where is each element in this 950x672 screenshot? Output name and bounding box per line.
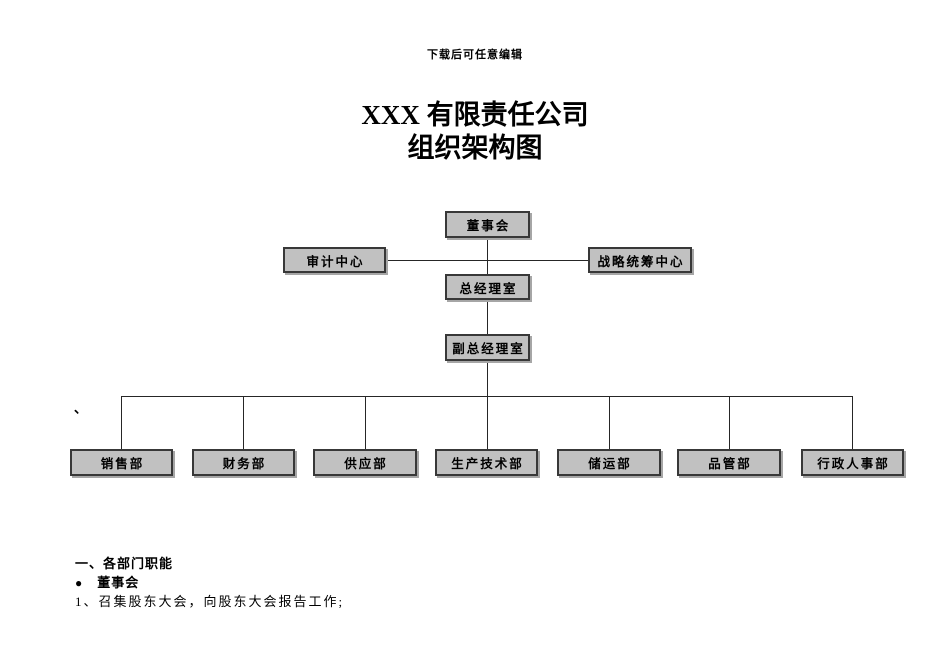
bullet-heading-line: ● 董事会 — [75, 572, 139, 591]
org-node-finance-dept: 财务部 — [192, 449, 295, 476]
document-title-line1: XXX 有限责任公司 — [361, 100, 589, 130]
org-node-supply-dept: 供应部 — [313, 449, 417, 476]
connector-drop-storage-transport — [609, 396, 610, 449]
org-node-admin-hr-dept: 行政人事部 — [801, 449, 904, 476]
connector-gm-to-deputy — [487, 300, 488, 334]
document-title-line2: 组织架构图 — [407, 133, 543, 163]
connector-board-to-gm — [487, 238, 488, 274]
list-item-1: 1、召集股东大会，向股东大会报告工作; — [75, 594, 345, 609]
org-node-strategy-center: 战略统筹中心 — [588, 247, 692, 273]
org-node-board: 董事会 — [445, 211, 530, 238]
connector-drop-production-tech — [487, 396, 488, 449]
org-node-storage-transport-dept: 储运部 — [557, 449, 661, 476]
org-node-sales-dept: 销售部 — [70, 449, 173, 476]
section-heading: 一、各部门职能 — [75, 556, 174, 571]
connector-drop-sales — [121, 396, 122, 449]
connector-drop-finance — [243, 396, 244, 449]
org-node-deputy-gm-office: 副总经理室 — [445, 334, 530, 361]
org-node-audit-center: 审计中心 — [283, 247, 386, 273]
org-node-production-tech-dept: 生产技术部 — [435, 449, 538, 476]
org-node-quality-dept: 品管部 — [677, 449, 781, 476]
bullet-heading: 董事会 — [97, 575, 140, 590]
connector-drop-quality — [729, 396, 730, 449]
bullet-icon: ● — [75, 576, 84, 590]
org-node-gm-office: 总经理室 — [445, 274, 530, 300]
connector-audit-to-strategy — [386, 260, 588, 261]
connector-deputy-to-rail — [487, 361, 488, 396]
connector-drop-admin-hr — [852, 396, 853, 449]
connector-drop-supply — [365, 396, 366, 449]
header-note: 下载后可任意编辑 — [427, 49, 523, 61]
stray-punctuation-mark: 、 — [74, 401, 88, 416]
